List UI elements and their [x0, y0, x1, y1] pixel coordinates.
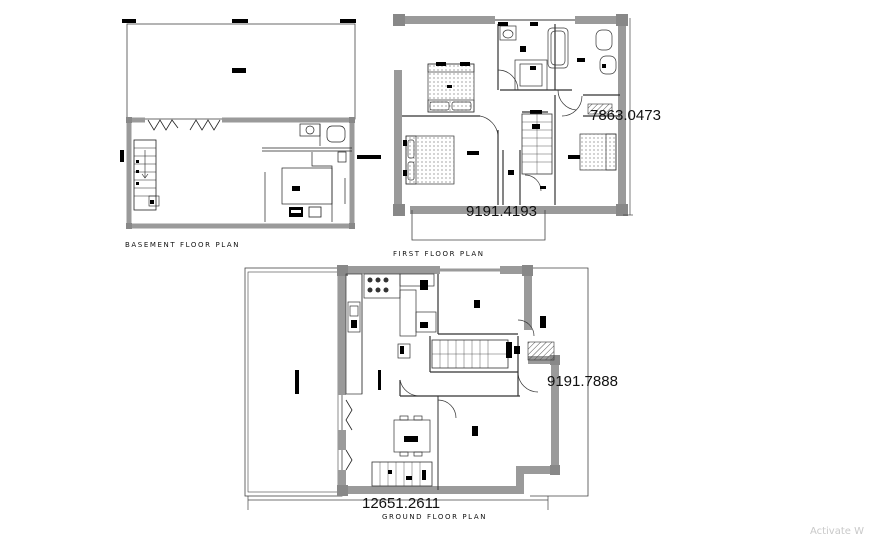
dining-table	[393, 415, 431, 457]
kitchen-counter	[345, 273, 437, 395]
ground-door-swings	[399, 319, 539, 419]
first-bathroom	[499, 25, 617, 91]
first-bay-window	[411, 210, 546, 241]
basement-wc	[299, 123, 346, 146]
hob	[367, 277, 389, 293]
first-width-dimension: 9191.4193	[466, 203, 537, 220]
ground-depth-dimension: 9191.7888	[547, 373, 618, 390]
ground-terrace	[244, 267, 343, 497]
ground-floor-walls	[338, 266, 559, 494]
section-marker	[357, 155, 381, 159]
basement-floor-plan	[120, 19, 381, 229]
basement-stairs	[133, 139, 157, 211]
basement-room-tag	[232, 68, 246, 73]
basement-column	[340, 19, 356, 23]
ground-plan-title: GROUND FLOOR PLAN	[382, 513, 488, 521]
first-floor-plan	[393, 14, 633, 241]
basement-column	[122, 19, 136, 23]
basement-plan-title: BASEMENT FLOOR PLAN	[125, 241, 241, 249]
activation-watermark: Activate W	[809, 526, 864, 537]
basement-column	[232, 19, 248, 23]
ground-width-dimension: 12651.2611	[362, 495, 441, 512]
bed-3	[579, 133, 617, 171]
first-plan-title: FIRST FLOOR PLAN	[393, 250, 485, 258]
ground-floor-plan	[244, 265, 589, 510]
first-depth-dimension: 7863.0473	[590, 107, 661, 124]
first-door-swings	[479, 69, 583, 192]
ground-lower-stairs	[371, 461, 433, 487]
bed-2	[405, 135, 455, 185]
